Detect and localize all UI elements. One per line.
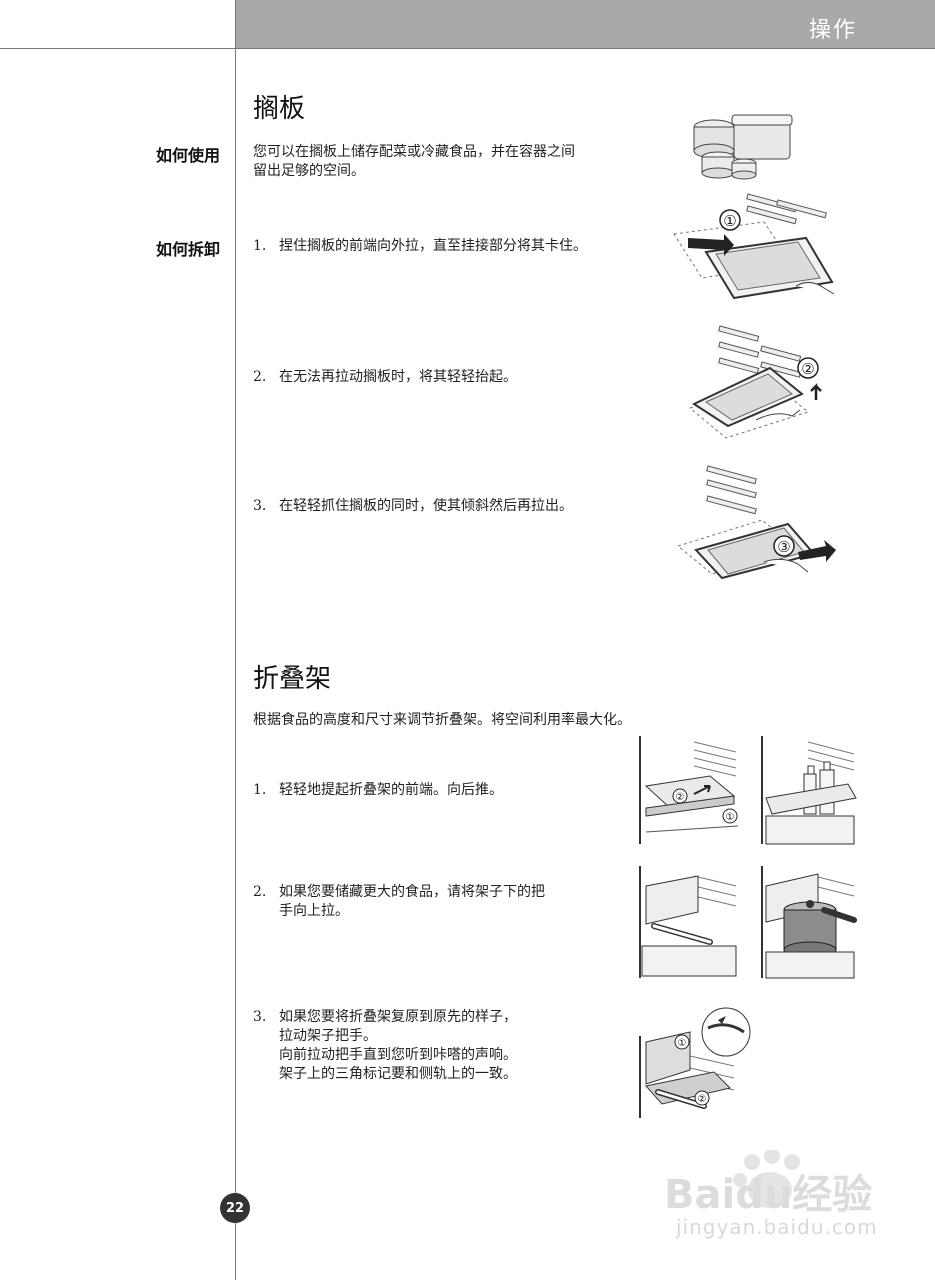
shelf-step-2: 2. 在无法再拉动搁板时，将其轻轻抬起。: [253, 368, 517, 387]
svg-text:①: ①: [678, 1038, 687, 1049]
fold-section-title: 折叠架: [253, 664, 332, 694]
header-divider: [0, 48, 935, 49]
step-text: 如果您要储藏更大的食品，请将架子下的把手向上拉。: [279, 883, 545, 921]
fold-step-2: 2. 如果您要储藏更大的食品，请将架子下的把手向上拉。: [253, 883, 545, 921]
page-number: 22: [220, 1193, 250, 1223]
baidu-jingyan-watermark: Baidu经验: [664, 1150, 872, 1218]
step-line: 手向上拉。: [279, 903, 349, 919]
step-text: 如果您要将折叠架复原到原先的样子， 拉动架子把手。向前拉动把手直到您听到咔嗒的声响…: [279, 1008, 517, 1084]
watermark-brand: Baidu经验: [664, 1172, 872, 1218]
step-marker-3: ③: [777, 538, 790, 556]
fold-step-1: 1. 轻轻地提起折叠架的前端。向后推。: [253, 781, 503, 800]
margin-divider: [235, 0, 236, 1280]
step-number: 2.: [253, 369, 267, 385]
step-text: 轻轻地提起折叠架的前端。向后推。: [279, 781, 503, 800]
fold-handle-pull-illustration: [639, 866, 737, 978]
fold-step-3: 3. 如果您要将折叠架复原到原先的样子， 拉动架子把手。向前拉动把手直到您听到咔嗒的…: [253, 1008, 517, 1084]
fold-intro-text: 根据食品的高度和尺寸来调节折叠架。将空间利用率最大化。: [253, 712, 631, 728]
step-number: 1.: [253, 238, 267, 254]
fold-shelf-lift-illustration: ② ①: [639, 736, 739, 844]
shelf-section-title: 搁板: [253, 94, 306, 124]
watermark-url: jingyan.baidu.com: [676, 1215, 878, 1239]
shelf-lift-illustration-2: ②: [688, 325, 822, 439]
svg-text:①: ①: [726, 812, 735, 823]
shelf-step-1: 1. 捏住搁板的前端向外拉，直至挂接部分将其卡住。: [253, 237, 587, 256]
step-line: 架子上的三角标记要和侧轨上的一致。: [279, 1066, 517, 1082]
step-text: 捏住搁板的前端向外拉，直至挂接部分将其卡住。: [279, 238, 587, 254]
step-number: 3.: [253, 498, 267, 514]
shelf-step-3: 3. 在轻轻抓住搁板的同时，使其倾斜然后再拉出。: [253, 497, 573, 516]
step-line: 如果您要将折叠架复原到原先的样子，: [279, 1009, 517, 1025]
page-header-title: 操作: [808, 18, 857, 43]
how-to-use-text: 您可以在搁板上储存配菜或冷藏食品，并在容器之间 留出足够的空间。: [253, 143, 575, 181]
header-bar: [236, 0, 935, 48]
step-line: 如果您要储藏更大的食品，请将架子下的把: [279, 884, 545, 900]
food-containers-illustration: [693, 114, 793, 180]
step-number: 1.: [253, 782, 267, 798]
svg-text:②: ②: [698, 1094, 707, 1105]
step-number: 2.: [253, 884, 267, 900]
how-to-use-line: 您可以在搁板上储存配菜或冷藏食品，并在容器之间: [253, 144, 575, 160]
fold-shelf-restore-illustration: ① ②: [639, 1007, 751, 1118]
step-text: 在轻轻抓住搁板的同时，使其倾斜然后再拉出。: [279, 498, 573, 514]
step-line: 轻轻地提起折叠架的前端。向后推。: [279, 782, 503, 798]
how-to-remove-label: 如何拆卸: [155, 240, 220, 259]
step-line: 拉动架子把手。: [279, 1028, 377, 1044]
shelf-tilt-illustration-3: ③: [676, 465, 836, 580]
step-line: 向前拉动把手直到您听到咔嗒的声响。: [279, 1047, 517, 1063]
how-to-use-line: 留出足够的空间。: [253, 163, 365, 179]
shelf-pull-illustration-1: ①: [673, 193, 835, 300]
step-marker-2: ②: [801, 360, 814, 378]
fold-shelf-folded-bottles-illustration: [761, 736, 857, 845]
svg-text:②: ②: [676, 792, 685, 803]
step-marker-1: ①: [723, 212, 736, 230]
step-number: 3.: [253, 1009, 267, 1025]
step-text: 在无法再拉动搁板时，将其轻轻抬起。: [279, 369, 517, 385]
fold-shelf-pot-illustration: [761, 866, 857, 979]
how-to-use-label: 如何使用: [155, 146, 220, 165]
